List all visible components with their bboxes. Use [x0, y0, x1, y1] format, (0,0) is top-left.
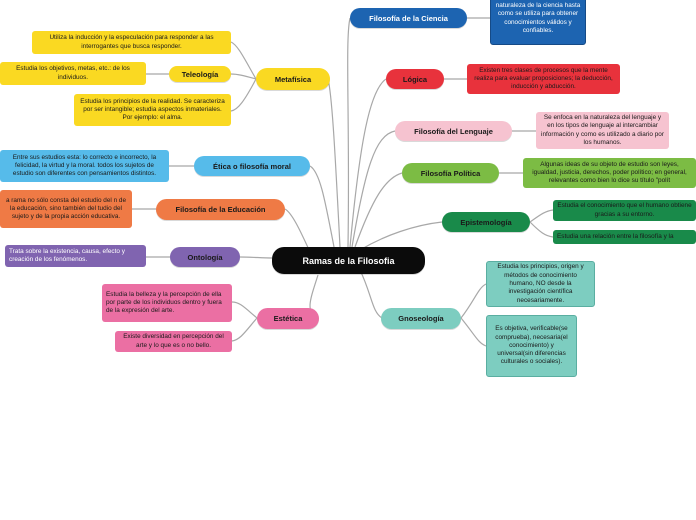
- connector: [460, 317, 487, 347]
- note-teleologia[interactable]: Estudia los objetivos, metas, etc.: de l…: [0, 62, 146, 85]
- note-gnoseologia-principios[interactable]: Estudia los principios, origen y métodos…: [486, 261, 595, 307]
- note-metafisica-principios[interactable]: Estudia los principios de la realidad. S…: [74, 94, 231, 126]
- topic-gnoseologia[interactable]: Gnoseología: [381, 308, 461, 329]
- connector: [230, 41, 257, 80]
- central-topic[interactable]: Ramas de la Filosofia: [272, 247, 425, 274]
- connector: [359, 269, 383, 319]
- note-educacion[interactable]: a rama no sólo consta del estudio del n …: [0, 190, 132, 228]
- connector: [347, 17, 351, 248]
- connector: [529, 221, 554, 238]
- note-gnoseologia-objetiva[interactable]: Es objetiva, verificable(se comprueba), …: [486, 315, 577, 377]
- note-epistemologia-conocimiento[interactable]: Estudia el conocimiento que el humano ob…: [553, 200, 696, 221]
- topic-filosofia-lenguaje[interactable]: Filosofía del Lenguaje: [395, 121, 512, 141]
- topic-educacion[interactable]: Filosofía de la Educación: [156, 199, 285, 220]
- note-estetica-belleza[interactable]: Estudia la belleza y la percepción de el…: [102, 284, 232, 322]
- connector: [231, 301, 258, 319]
- note-etica[interactable]: Entre sus estudios esta: lo correcto e i…: [0, 150, 169, 182]
- topic-metafisica[interactable]: Metafísica: [256, 68, 330, 90]
- connector: [460, 283, 487, 319]
- connector: [309, 165, 335, 248]
- topic-etica[interactable]: Ética o filosofía moral: [194, 156, 310, 176]
- topic-ontologia[interactable]: Ontología: [170, 247, 240, 267]
- connector: [231, 317, 258, 342]
- note-logica[interactable]: Existen tres clases de procesos que la m…: [467, 64, 620, 94]
- connector: [359, 221, 443, 251]
- note-ontologia[interactable]: Trata sobre la existencia, causa, efecto…: [5, 245, 146, 267]
- note-metafisica-induccion[interactable]: Utiliza la inducción y la especulación p…: [32, 31, 231, 54]
- connector: [239, 256, 273, 259]
- connector: [351, 130, 396, 248]
- note-estetica-diversidad[interactable]: Existe diversidad en percepción del arte…: [115, 331, 232, 352]
- connector: [529, 209, 554, 223]
- topic-filosofia-politica[interactable]: Filosofía Política: [402, 163, 499, 183]
- connector: [230, 78, 257, 112]
- connector: [349, 78, 387, 248]
- topic-filosofia-ciencia[interactable]: Filosofía de la Ciencia: [350, 8, 467, 28]
- note-filosofia-ciencia[interactable]: naturaleza de la ciencia hasta como se u…: [490, 0, 586, 45]
- connector: [327, 78, 341, 248]
- topic-epistemologia[interactable]: Epistemología: [442, 212, 530, 232]
- topic-logica[interactable]: Lógica: [386, 69, 444, 89]
- topic-estetica[interactable]: Estética: [257, 308, 319, 329]
- connector: [284, 208, 311, 253]
- topic-teleologia[interactable]: Teleología: [169, 66, 231, 82]
- note-filosofia-lenguaje[interactable]: Se enfoca en la naturaleza del lenguaje …: [536, 112, 669, 149]
- connector: [230, 73, 257, 80]
- note-filosofia-politica[interactable]: Algunas ideas de su objeto de estudio so…: [523, 158, 696, 188]
- note-epistemologia-relacion[interactable]: Estudia una relación entre la filosofía …: [553, 230, 696, 244]
- connector: [354, 172, 403, 248]
